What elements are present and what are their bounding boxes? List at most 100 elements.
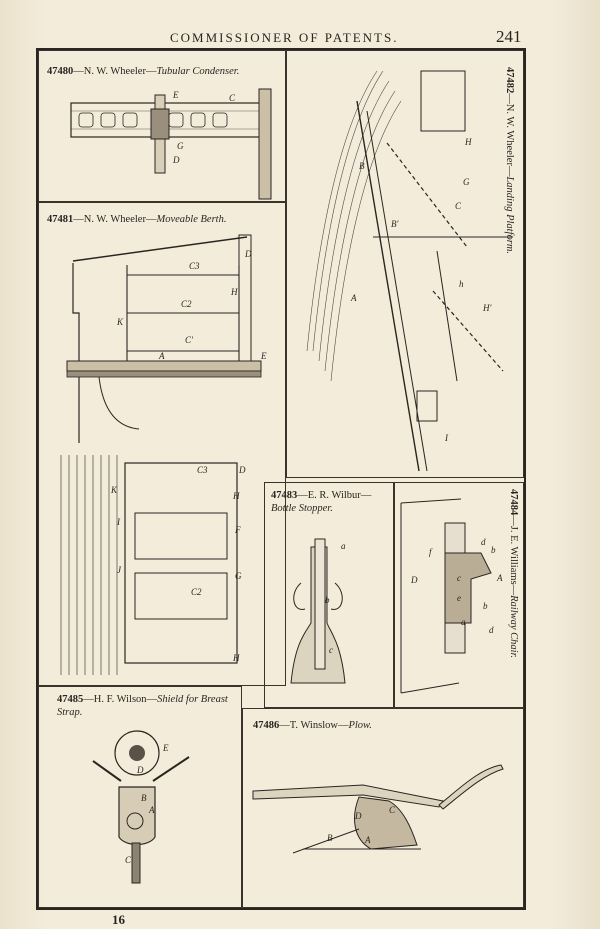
patent-number: 47480 [47,66,74,77]
shield-drawing: E D B A C [92,730,190,884]
label-H2: H [232,653,240,663]
inventor: T. Winslow [289,720,338,731]
label-B: B [327,833,333,843]
caption-47482: 47482—N. W. Wheeler—Landing Platform. [504,67,515,255]
panel-railway-chair: d b A D f c e b a d 47484—J. E. Williams… [394,482,524,708]
label-e: e [457,593,461,603]
footer-page-number: 16 [112,912,125,927]
patent-title: Shield for Breast Strap. [57,694,228,718]
label-H: H [232,491,240,501]
label-C2: C2 [191,587,202,597]
berth-plan-drawing: C3 D K H I F J G C2 H [60,455,246,675]
label-C1: C' [185,335,194,345]
stopper-drawing: a b c [290,538,346,684]
panel-landing-platform: H G C B B' A h H' I 47482—N. W. Wheeler—… [286,50,524,478]
label-G: G [235,571,242,581]
label-C: C [229,93,236,103]
label-b: b [491,545,496,555]
label-F: F [234,525,241,535]
label-D: D [354,811,362,821]
label-h: h [459,279,464,289]
label-D: D [410,575,418,585]
label-K: K [116,317,124,327]
caption-47485: 47485—H. F. Wilson—Shield for Breast Str… [57,694,228,718]
label-c: c [457,573,461,583]
caption-47480: 47480—N. W. Wheeler—Tubular Condenser. [47,66,240,77]
label-K: K [110,485,118,495]
berth-elevation-drawing: D C3 H C2 K C' A E [66,234,267,443]
label-D: D [238,465,246,475]
label-H-prime: H' [482,303,492,313]
panel-bottle-stopper: 47483—E. R. Wilbur—Bottle Stopper. a b c [264,482,394,708]
plow-drawing: D C B A [252,764,504,854]
label-a: a [341,541,346,551]
inventor: J. E. Williams [508,525,519,585]
inventor: H. F. Wilson [93,694,147,705]
patent-number: 47483 [271,490,298,501]
label-C: C [455,201,462,211]
label-B: B [359,161,365,171]
patent-title: Railway Chair. [508,595,519,659]
label-B-prime: B' [391,219,399,229]
label-b2: b [483,601,488,611]
label-A: A [350,293,357,303]
label-C: C [125,855,132,865]
panel-shield-breast-strap: 47485—H. F. Wilson—Shield for Breast Str… [38,686,242,908]
label-D: D [244,249,252,259]
caption-47483: 47483—E. R. Wilbur—Bottle Stopper. [271,490,372,514]
label-a: a [461,617,466,627]
label-B: B [141,793,147,803]
running-header: COMMISSIONER OF PATENTS. [170,30,399,45]
label-E: E [162,743,169,753]
patent-title: Plow. [348,720,372,731]
condenser-drawing: E C G D [70,88,272,200]
label-C: C [389,805,396,815]
label-A: A [158,351,165,361]
inventor: N. W. Wheeler [83,214,146,225]
caption-47484: 47484—J. E. Williams—Railway Chair. [508,489,519,659]
caption-47486: 47486—T. Winslow—Plow. [253,720,372,731]
panel-tubular-condenser: 47480—N. W. Wheeler—Tubular Condenser. E… [38,50,286,202]
panel-plow: 47486—T. Winslow—Plow. D C B A [242,708,524,908]
label-C3: C3 [197,465,208,475]
patent-number: 47481 [47,214,74,225]
inventor: N. W. Wheeler [83,66,146,77]
patent-number: 47482 [504,67,515,94]
panel-moveable-berth: 47481—N. W. Wheeler—Moveable Berth. D C3… [38,202,286,686]
label-J: J [117,565,122,575]
page-number: 241 [496,27,522,46]
label-A: A [496,573,503,583]
label-G: G [463,177,470,187]
patent-number: 47485 [57,694,84,705]
label-E: E [172,90,179,100]
patent-title: Tubular Condenser. [156,66,240,77]
chair-drawing: d b A D f c e b a d [400,498,503,694]
label-c: c [329,645,333,655]
patent-title: Bottle Stopper. [271,503,333,514]
label-H: H [230,287,238,297]
inventor: E. R. Wilbur [307,490,361,501]
label-A: A [148,805,155,815]
patent-title: Moveable Berth. [156,214,227,225]
label-f: f [429,547,433,557]
label-A: A [364,835,371,845]
label-d: d [481,537,486,547]
label-D: D [172,155,180,165]
landing-platform-drawing: H G C B B' A h H' I [306,70,513,472]
label-C3: C3 [189,261,200,271]
label-I: I [116,517,121,527]
label-d2: d [489,625,494,635]
patent-title: Landing Platform. [504,176,515,255]
label-G: G [177,141,184,151]
label-E: E [260,351,267,361]
inventor: N. W. Wheeler [504,103,515,166]
caption-47481: 47481—N. W. Wheeler—Moveable Berth. [47,214,227,225]
label-I: I [444,433,449,443]
label-D: D [136,765,144,775]
patent-number: 47484 [508,489,519,516]
figure-plate: 47480—N. W. Wheeler—Tubular Condenser. E… [36,48,526,910]
patent-number: 47486 [253,720,280,731]
label-b: b [325,595,330,605]
label-H: H [464,137,472,147]
